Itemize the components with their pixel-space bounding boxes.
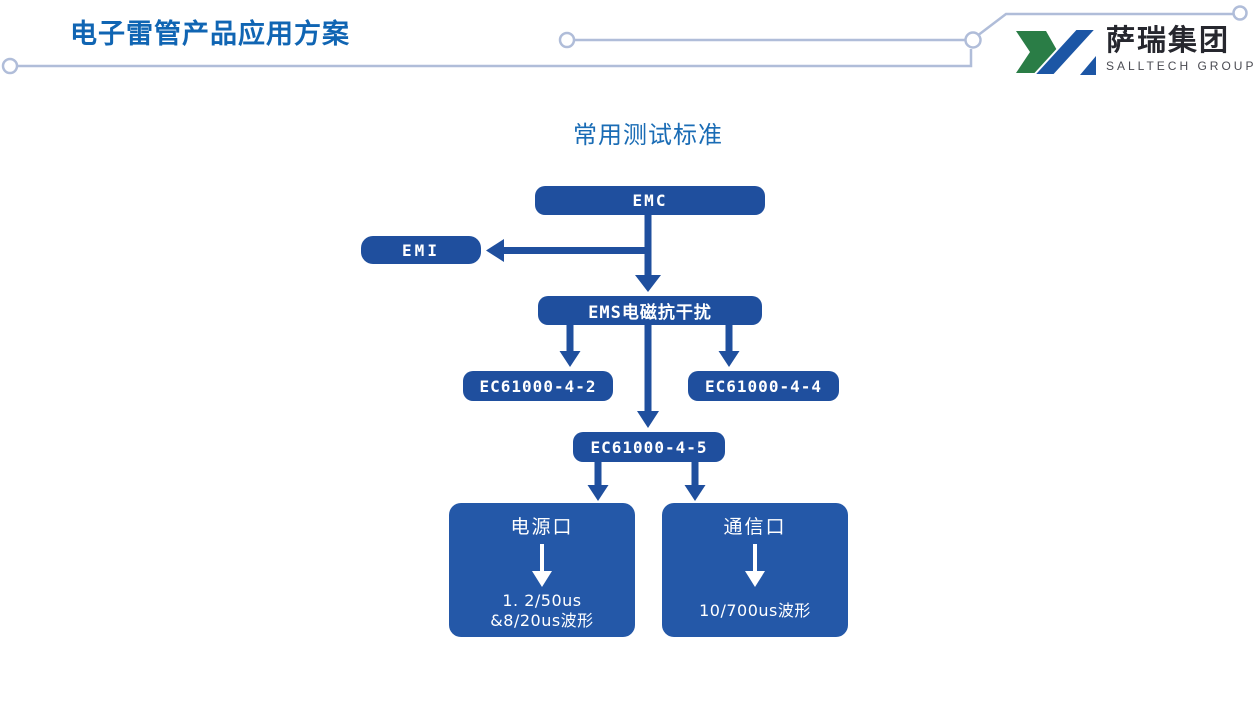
logo: 萨瑞集团 SALLTECH GROUP: [1014, 25, 1256, 78]
power-port-waveform-line1: 1. 2/50us: [502, 591, 582, 610]
logo-mark-icon: [1016, 28, 1098, 76]
flow-node-power-port: 电源口 1. 2/50us &8/20us波形: [449, 503, 635, 637]
arrow-iec-4-5-to-power-port: [587, 462, 609, 501]
power-port-title: 电源口: [510, 517, 574, 538]
comm-port-title: 通信口: [723, 517, 787, 538]
flow-node-emc: EMC: [535, 186, 765, 215]
flow-node-comm-port: 通信口 10/700us波形: [662, 503, 848, 637]
flow-node-ems: EMS电磁抗干扰: [538, 296, 762, 325]
flow-node-emi: EMI: [361, 236, 481, 264]
decor-line-lower: [17, 49, 973, 68]
power-port-waveform-line2: &8/20us波形: [490, 611, 594, 630]
decor-node-circle: [558, 31, 576, 49]
down-arrow-icon: [745, 544, 765, 587]
diagram-heading: 常用测试标准: [573, 122, 723, 149]
arrow-ems-to-iec-4-2: [559, 325, 581, 367]
comm-port-waveform-line1: 10/700us波形: [699, 601, 811, 620]
flow-node-iec-4-4: EC61000-4-4: [688, 371, 839, 401]
flow-node-iec-4-5: EC61000-4-5: [573, 432, 725, 462]
down-arrow-icon: [532, 544, 552, 587]
flow-node-iec-4-2: EC61000-4-2: [463, 371, 613, 401]
header-decor-lines: [1, 5, 1248, 75]
arrow-ems-to-iec-4-5: [637, 325, 659, 428]
page-title: 电子雷管产品应用方案: [70, 19, 350, 49]
arrow-ems-to-iec-4-4: [718, 325, 740, 367]
power-port-waveform: 1. 2/50us &8/20us波形: [490, 590, 593, 632]
decor-node-circle: [964, 31, 982, 49]
arrow-emc-to-ems: [635, 215, 661, 292]
logo-company-name: 萨瑞集团: [1106, 25, 1231, 57]
logo-text: 萨瑞集团 SALLTECH GROUP: [1106, 25, 1256, 73]
decor-line-upper: [978, 12, 1234, 36]
comm-port-waveform: 10/700us波形: [699, 590, 811, 632]
arrow-to-emi: [486, 239, 648, 262]
decor-node-circle: [1, 57, 19, 75]
decor-node-circle: [1232, 5, 1248, 21]
arrow-iec-4-5-to-comm-port: [684, 462, 706, 501]
logo-company-name-en: SALLTECH GROUP: [1106, 58, 1256, 73]
